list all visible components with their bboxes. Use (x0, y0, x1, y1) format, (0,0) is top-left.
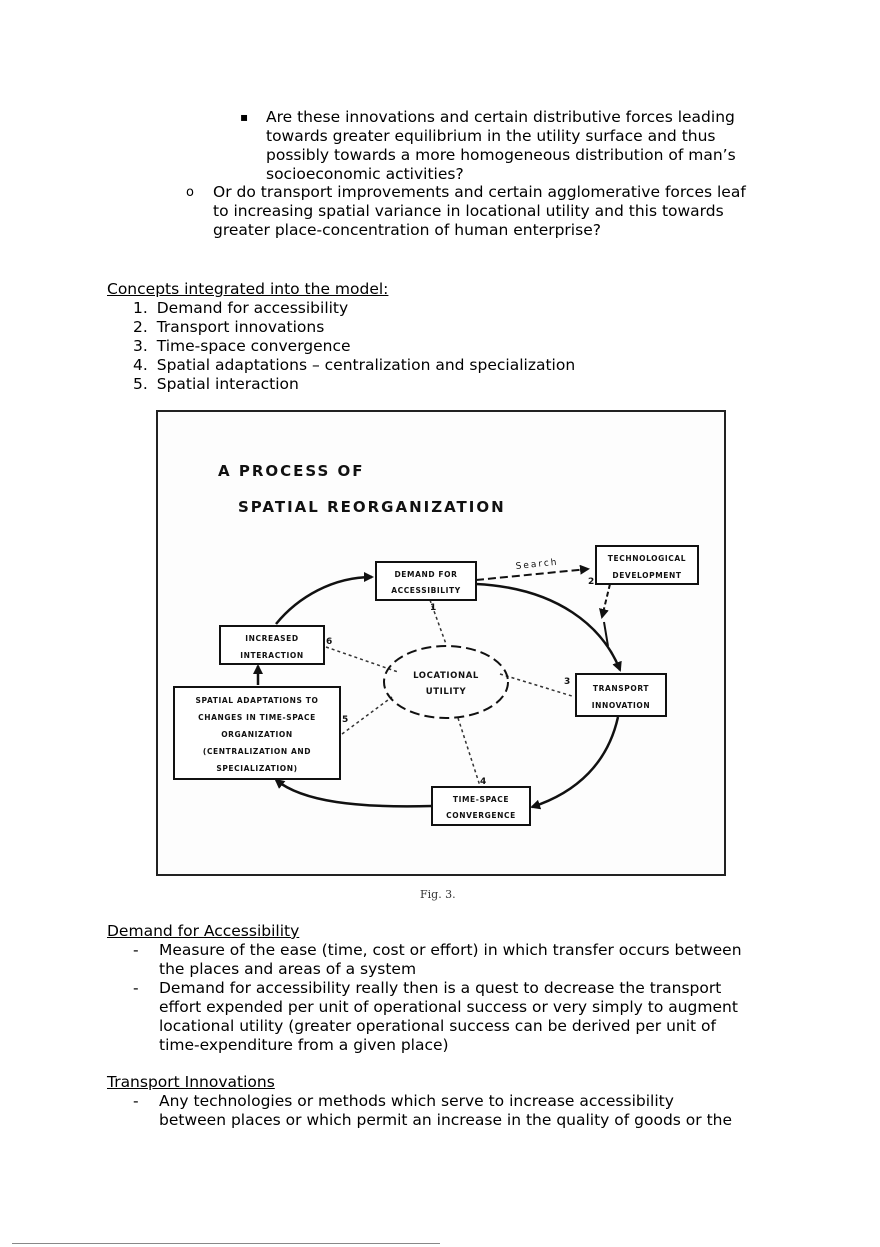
list-item: - Any technologies or methods which serv… (133, 1092, 837, 1130)
cycle-arrow-demand-to-transport (475, 582, 622, 672)
dash-marker: - (133, 941, 139, 959)
list-text: Time-space convergence (156, 337, 351, 355)
process-diagram: A PROCESS OF SPATIAL REORGANIZATION Sear… (173, 462, 699, 826)
box-adaptations-line1: SPATIAL ADAPTATIONS TO (196, 696, 319, 705)
tech-to-transport-arrow (599, 583, 611, 619)
list-item: 4. Spatial adaptations – centralization … (133, 356, 827, 375)
search-arrow (475, 564, 590, 581)
text-line: Are these innovations and certain distri… (266, 108, 735, 126)
list-number: 1. (133, 299, 148, 317)
text-line: towards greater equilibrium in the utili… (266, 127, 716, 145)
dash-marker: - (133, 1092, 139, 1110)
square-bullet-item: ▪ Are these innovations and certain dist… (240, 108, 840, 184)
box-adaptations-line2: CHANGES IN TIME-SPACE (198, 713, 316, 722)
dash-marker: - (133, 979, 139, 997)
box-technological-development (595, 545, 699, 585)
list-number: 3. (133, 337, 148, 355)
spoke-interaction (325, 646, 399, 673)
box-demand-line1: DEMAND FOR (394, 570, 457, 579)
cycle-arrow-interaction-to-demand (275, 572, 374, 625)
text-line: Demand for accessibility really then is … (159, 979, 722, 997)
locational-utility-ellipse (383, 645, 509, 719)
diagram-number-2: 2 (588, 577, 595, 587)
list-item: 3. Time-space convergence (133, 337, 827, 356)
diagram-number-6: 6 (326, 637, 333, 647)
spoke-transport (499, 673, 573, 697)
cycle-arrow-transport-to-convergence (530, 716, 620, 810)
figure-title-line2: SPATIAL REORGANIZATION (238, 498, 506, 516)
box-adaptations-line5: SPECIALIZATION) (216, 764, 297, 773)
box-demand-line2: ACCESSIBILITY (391, 586, 461, 595)
cycle-arrow-convergence-to-adaptations (274, 778, 433, 808)
text-line: effort expended per unit of operational … (159, 998, 738, 1016)
box-adaptations-line3: ORGANIZATION (221, 730, 293, 739)
search-label: Search (515, 558, 559, 572)
concepts-section: Concepts integrated into the model: 1. D… (107, 280, 827, 394)
diagram-number-5: 5 (342, 715, 349, 725)
transport-heading: Transport Innovations (107, 1073, 275, 1091)
list-item: 1. Demand for accessibility (133, 299, 827, 318)
diagram-number-3: 3 (564, 677, 571, 687)
concepts-list: 1. Demand for accessibility 2. Transport… (133, 299, 827, 394)
circle-bullet-marker: o (186, 185, 194, 200)
spoke-demand (429, 599, 447, 645)
text-line: Measure of the ease (time, cost or effor… (159, 941, 742, 959)
box-interaction-line1: INCREASED (245, 634, 298, 643)
list-number: 5. (133, 375, 148, 393)
tech-to-transport-arrow-lower (603, 621, 609, 647)
box-tech-line1: TECHNOLOGICAL (608, 554, 686, 563)
box-interaction-line2: INTERACTION (240, 651, 304, 660)
list-text: Demand for accessibility (156, 299, 349, 317)
circle-bullet-item: o Or do transport improvements and certa… (186, 183, 826, 240)
box-transport-line2: INNOVATION (592, 701, 651, 710)
text-line: time-expenditure from a given place) (159, 1036, 449, 1054)
center-label-line2: UTILITY (426, 687, 467, 697)
box-transport-innovation (575, 673, 667, 717)
box-convergence-line1: TIME-SPACE (453, 795, 509, 804)
text-line: the places and areas of a system (159, 960, 417, 978)
list-number: 4. (133, 356, 148, 374)
spatial-reorganization-figure: A PROCESS OF SPATIAL REORGANIZATION Sear… (156, 410, 726, 876)
box-time-space-convergence (431, 786, 531, 826)
box-tech-line2: DEVELOPMENT (612, 571, 682, 580)
figure-caption: Fig. 3. (420, 888, 456, 901)
transport-section: Transport Innovations - Any technologies… (107, 1073, 837, 1130)
text-line: greater place-concentration of human ent… (213, 221, 601, 239)
demand-heading: Demand for Accessibility (107, 922, 300, 940)
box-demand-for-accessibility (375, 561, 477, 601)
spoke-convergence (457, 717, 481, 787)
list-item: 5. Spatial interaction (133, 375, 827, 394)
diagram-number-4: 4 (480, 777, 487, 787)
text-line: between places or which permit an increa… (159, 1111, 733, 1129)
text-line: locational utility (greater operational … (159, 1017, 716, 1035)
list-text: Transport innovations (156, 318, 325, 336)
text-line: Any technologies or methods which serve … (159, 1092, 674, 1110)
list-text: Spatial interaction (156, 375, 299, 393)
demand-section: Demand for Accessibility - Measure of th… (107, 922, 837, 1055)
center-label-line1: LOCATIONAL (413, 671, 479, 681)
list-number: 2. (133, 318, 148, 336)
list-item: - Measure of the ease (time, cost or eff… (133, 941, 837, 979)
text-line: to increasing spatial variance in locati… (213, 202, 724, 220)
box-transport-line1: TRANSPORT (593, 684, 649, 693)
box-spatial-adaptations (173, 686, 341, 780)
list-item: - Demand for accessibility really then i… (133, 979, 837, 1055)
square-bullet-marker: ▪ (240, 110, 249, 124)
text-line: socioeconomic activities? (266, 165, 464, 183)
text-line: Or do transport improvements and certain… (213, 183, 746, 201)
spoke-adaptations (341, 696, 393, 735)
diagram-number-1: 1 (430, 603, 437, 613)
footnote-separator (12, 1243, 440, 1244)
figure-title-line1: A PROCESS OF (218, 462, 365, 480)
list-item: 2. Transport innovations (133, 318, 827, 337)
concepts-heading: Concepts integrated into the model: (107, 280, 389, 298)
box-increased-interaction (219, 625, 325, 665)
box-convergence-line2: CONVERGENCE (446, 811, 516, 820)
box-adaptations-line4: (CENTRALIZATION AND (203, 747, 311, 756)
text-line: possibly towards a more homogeneous dist… (266, 146, 736, 164)
list-text: Spatial adaptations – centralization and… (156, 356, 576, 374)
